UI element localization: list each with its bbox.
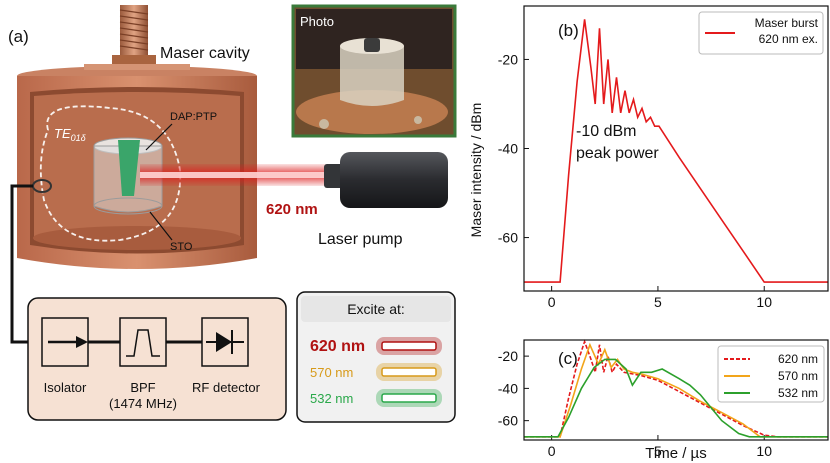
x-tick-label-0: 0 [548,443,556,459]
x-tick-label-2: 10 [756,294,772,310]
legend-label-1: 570 nm [778,369,818,383]
laser-module [324,152,448,208]
y-tick-label-0: -20 [498,51,518,67]
bpf-label: BPF [130,380,155,395]
cavity-label: Maser cavity [160,45,250,62]
excite-box [296,291,456,423]
legend-label-2: 532 nm [778,386,818,400]
excite-title: Excite at: [347,301,405,317]
laser-label: Laser pump [318,231,403,248]
te-mode-loop [39,105,182,242]
photo-inset: Photo [291,4,457,138]
x-tick-label-2: 10 [756,443,772,459]
x-tick-label-1: 5 [654,294,662,310]
excite-label-0: 620 nm [310,338,365,355]
x-tick-label-0: 0 [548,294,556,310]
y-tick-label-2: -60 [498,413,518,429]
rf-label: RF detector [192,380,261,395]
excite-label-2: 532 nm [310,391,353,406]
y-tick-label-1: -40 [498,141,518,157]
chart-b-annotation-1: -10 dBm [576,123,636,140]
chart-c-legend: 620 nm 570 nm 532 nm [717,345,825,403]
chart-b-ylabel: Maser intensity / dBm [468,103,484,238]
chart-b-annotation-2: peak power [576,145,659,162]
chart-c-xlabel: Time / µs [645,445,706,462]
rf-detector-block: RF detector [192,317,261,395]
chart-c-frame [523,339,829,441]
excite-swatch-0 [381,341,437,351]
chart-c: (c) Time / µs 0 5 10 -20 -40 -60 620 nm 570 nm… [498,339,829,462]
tuning-screw [112,5,156,65]
series-line-1 [524,342,828,438]
y-tick-label-1: -40 [498,380,518,396]
chart-b-legend-line2: 620 nm ex. [759,32,818,46]
excite-label-1: 570 nm [310,365,353,380]
series-line-0 [524,19,828,283]
excite-rows: 620 nm 570 nm 532 nm [310,337,442,407]
excite-swatch-1 [381,367,437,377]
y-tick-label-2: -60 [498,230,518,246]
photo-label: Photo [300,14,334,29]
series-line-2 [524,358,828,438]
panel-label-b: (b) [558,21,579,40]
excite-swatch-2 [381,393,437,403]
legend-label-0: 620 nm [778,352,818,366]
y-tick-label-0: -20 [498,348,518,364]
bpf-freq: (1474 MHz) [109,396,177,411]
mode-label: TE01δ [54,126,87,143]
laser-wavelength: 620 nm [266,201,318,218]
panel-label-c: (c) [558,349,578,368]
chart-b-legend-line1: Maser burst [755,16,819,30]
diode-icon [216,332,232,352]
chart-b-legend: Maser burst 620 nm ex. [698,11,824,55]
panel-label-a: (a) [8,27,29,46]
sto-crystal [93,137,163,215]
bpf-block: BPF (1474 MHz) [109,317,177,411]
isolator-label: Isolator [44,380,87,395]
isolator-block: Isolator [41,317,89,395]
chart-b-frame [523,5,829,292]
x-tick-label-1: 5 [654,443,662,459]
sto-label: STO [170,241,193,253]
dap-label: DAP:PTP [170,111,217,123]
